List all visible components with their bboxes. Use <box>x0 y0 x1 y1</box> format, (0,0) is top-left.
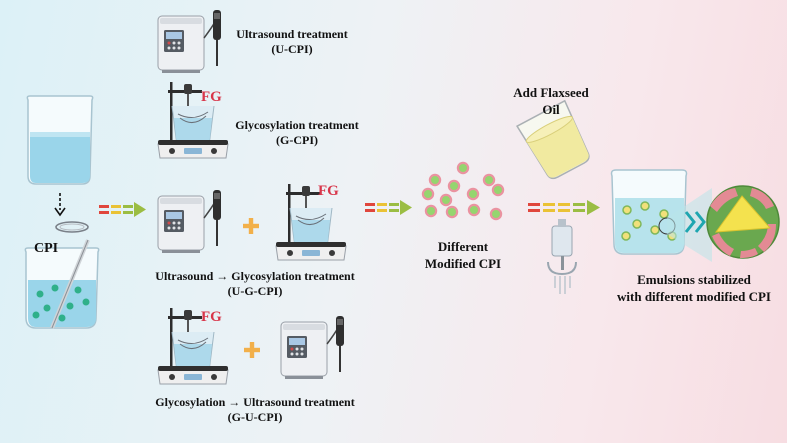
plus-icon-1 <box>243 218 259 234</box>
label-u-cpi: Ultrasound treatment(U-CPI) <box>236 27 348 56</box>
fg-label-1: FG <box>201 89 222 105</box>
label-g-cpi: Glycosylation treatment(G-CPI) <box>235 118 359 147</box>
label-ug-cpi: Ultrasound → Glycosylation treatment(U-G… <box>155 269 355 298</box>
arrow-to-modified <box>365 200 412 215</box>
emulsion-beaker <box>610 169 688 255</box>
label-gu-cpi: Glycosylation → Ultrasound treatment(G-U… <box>155 395 355 424</box>
plus-icon-2 <box>244 342 260 358</box>
fg-label-2: FG <box>318 183 339 199</box>
homogenizer-icon <box>547 219 577 294</box>
label-cpi: CPI <box>34 241 59 256</box>
arrow-to-emulsion <box>528 200 600 215</box>
arrow-to-treatments <box>99 202 146 217</box>
ultrasound-device-2 <box>157 189 222 254</box>
fg-label-3: FG <box>201 309 222 325</box>
ultrasound-device-3 <box>280 315 345 380</box>
ultrasound-device-1 <box>157 9 222 74</box>
pour-arrow <box>54 193 66 217</box>
emulsion-droplet-zoom <box>706 185 780 259</box>
stir-bar <box>55 221 89 233</box>
water-beaker <box>26 95 94 185</box>
zoom-beam <box>667 188 712 262</box>
cpi-beaker <box>24 239 100 329</box>
oil-beaker <box>516 99 590 180</box>
modified-cpi-droplets <box>421 161 505 221</box>
